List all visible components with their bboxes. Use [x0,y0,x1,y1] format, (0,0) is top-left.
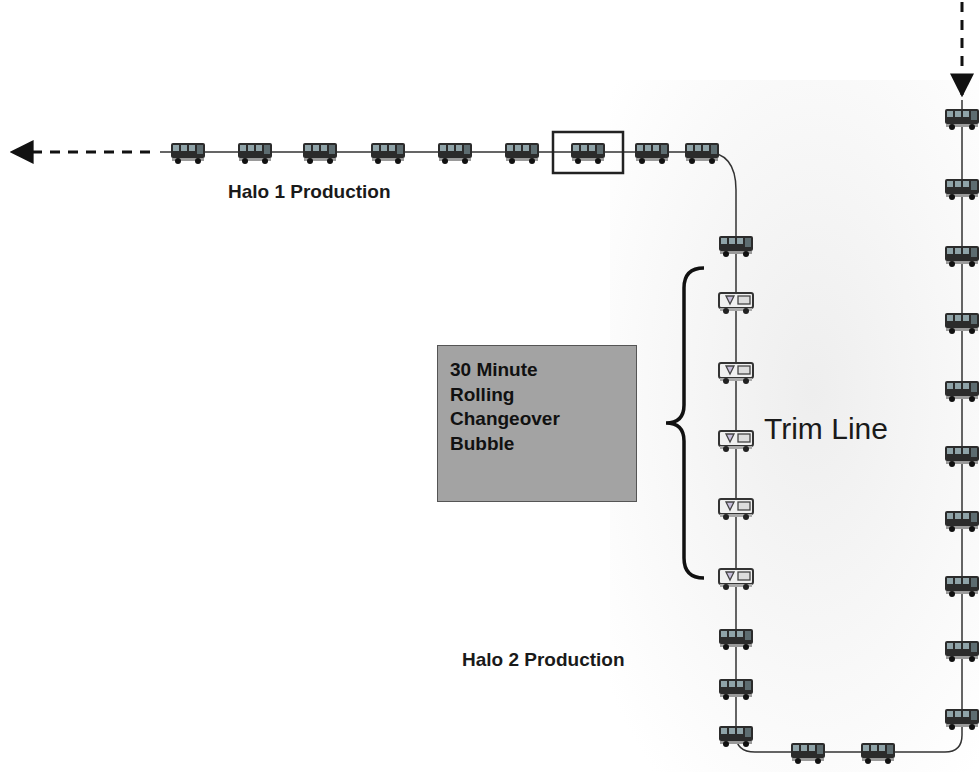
vehicle-icon [685,143,719,164]
flow-arrow [961,2,964,95]
conveyor-line [160,100,962,752]
vehicle-icon [945,709,979,730]
vehicle-icon [238,143,272,164]
vehicle-icon [945,511,979,532]
vehicle-icon [945,641,979,662]
line-section-label: Halo 2 Production [462,649,625,671]
vehicle-icon [505,143,539,164]
vehicle-icon [945,246,979,267]
vehicle-icon [945,109,979,130]
vehicle-icon [635,143,669,164]
vehicle-icon [719,726,753,747]
changeover-vehicle-icon [719,569,753,590]
vehicle-icon [945,576,979,597]
vehicle-icon [945,381,979,402]
curly-bracket [666,268,704,578]
changeover-vehicle-icon [719,499,753,520]
vehicle-icon [719,236,753,257]
highlight-frame [553,132,623,173]
note-text: 30 Minute Rolling Changeover Bubble [450,358,575,457]
vehicle-icon [945,179,979,200]
vehicle-icon [791,743,825,764]
vehicle-icon [171,143,205,164]
changeover-vehicle-icon [719,363,753,384]
vehicle-icon [571,143,605,164]
line-name-label: Trim Line [764,412,888,446]
line-section-label: Halo 1 Production [228,181,391,203]
vehicle-icon [371,143,405,164]
vehicle-icon [945,446,979,467]
vehicle-icon [719,629,753,650]
vehicle-group [171,109,979,764]
vehicle-icon [303,143,337,164]
vehicle-icon [438,143,472,164]
note-box: 30 Minute Rolling Changeover Bubble [437,345,637,502]
changeover-vehicle-icon [719,293,753,314]
background-shade [610,80,979,772]
vehicle-icon [719,679,753,700]
changeover-vehicle-icon [719,431,753,452]
flow-arrow [12,151,150,154]
vehicle-icon [945,313,979,334]
vehicle-icon [861,743,895,764]
